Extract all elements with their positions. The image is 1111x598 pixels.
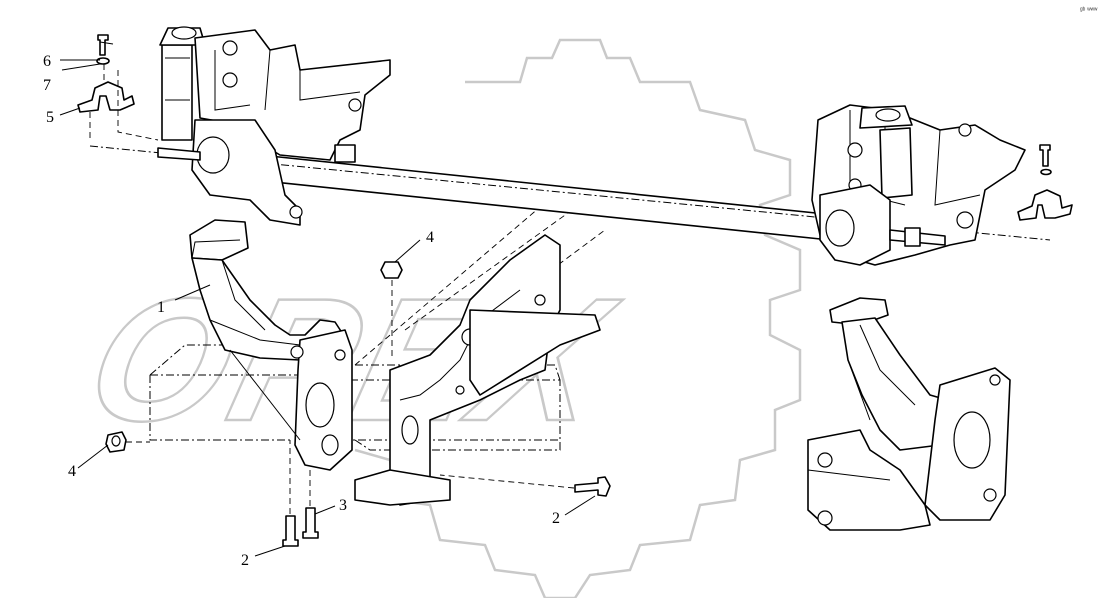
callout-6: 6 — [43, 53, 51, 70]
leader-lines — [59, 41, 596, 557]
left-shock-body — [161, 44, 193, 141]
washer-7 — [96, 57, 110, 65]
callout-4-upper: 4 — [426, 229, 434, 246]
right-upper-bracket — [811, 104, 1026, 266]
part-1-lower-arm — [189, 219, 353, 471]
callout-labels: 1 2 2 3 4 4 5 6 7 — [43, 53, 560, 569]
callout-4-left: 4 — [68, 463, 76, 480]
nut-4-upper — [380, 261, 403, 279]
callout-5: 5 — [46, 109, 54, 126]
callout-2-left: 2 — [241, 552, 249, 569]
callout-3: 3 — [339, 497, 347, 514]
callout-2-right: 2 — [552, 510, 560, 527]
tube-body — [206, 149, 836, 241]
frame-rail-flange — [469, 309, 601, 396]
right-lower-support — [807, 297, 1011, 531]
callout-7: 7 — [43, 77, 51, 94]
watermark-gear-outline — [354, 38, 802, 598]
bolt-6 — [97, 34, 109, 56]
left-bolt-shaft — [157, 147, 201, 161]
frame-envelope — [149, 189, 606, 451]
envelope-box-left — [149, 344, 305, 441]
bolt-2-left — [282, 515, 299, 547]
bolt-2-right — [574, 476, 611, 497]
fasteners — [77, 34, 1073, 547]
corner-mark: ᵍᵇ ʷʷʷ — [1080, 7, 1098, 14]
clamp-5 — [77, 81, 135, 113]
bolt-3 — [302, 507, 319, 539]
callout-1: 1 — [157, 299, 165, 316]
right-shock-body — [879, 127, 913, 199]
bolt-right — [1039, 144, 1051, 167]
washer-right — [1040, 168, 1052, 176]
right-nut — [904, 227, 921, 247]
frame-rail-lower-flange — [354, 469, 451, 506]
clamp-right — [1017, 189, 1073, 221]
left-nut — [334, 144, 356, 163]
frame-rail — [354, 234, 601, 506]
left-upper-bracket — [157, 26, 391, 226]
